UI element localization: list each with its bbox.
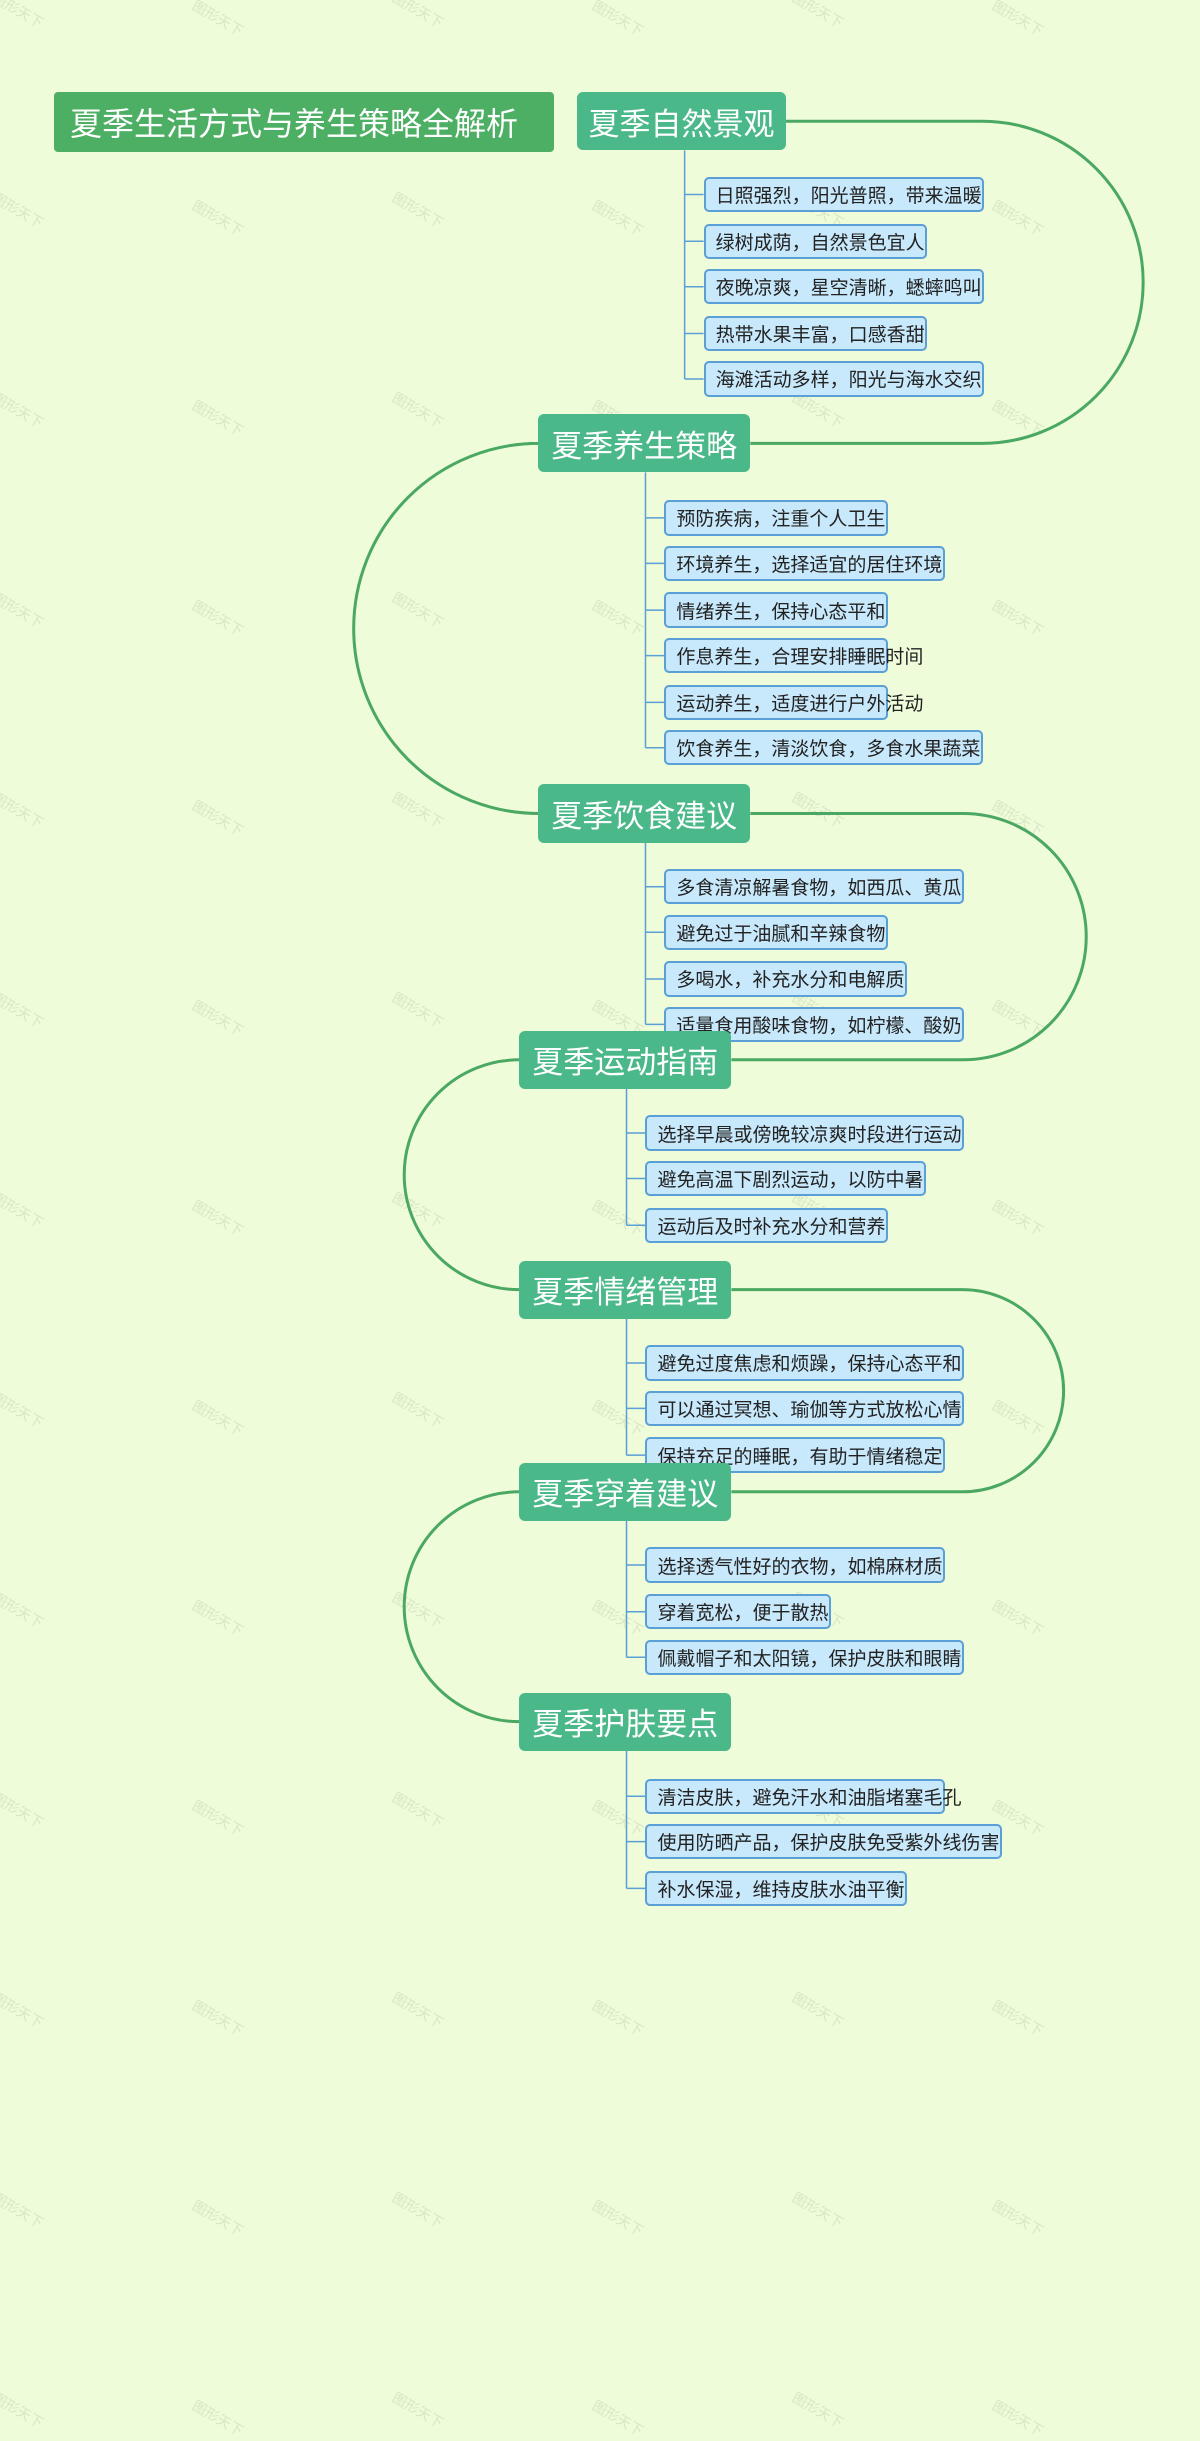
leaf-item[interactable]: 日照强烈，阳光普照，带来温暖 — [703, 176, 984, 213]
leaf-item[interactable]: 保持充足的睡眠，有助于情绪稳定 — [645, 1437, 945, 1473]
leaf-item[interactable]: 清洁皮肤，避免汗水和油脂堵塞毛孔 — [645, 1778, 961, 1814]
root-topic[interactable]: 夏季生活方式与养生策略全解析 — [54, 92, 554, 152]
branch-topic[interactable]: 夏季穿着建议 — [519, 1462, 732, 1521]
leaf-item[interactable]: 避免高温下剧烈运动，以防中暑 — [645, 1160, 926, 1197]
watermark-text: 图形天下 — [389, 2189, 446, 2232]
leaf-item[interactable]: 避免过度焦虑和烦躁，保持心态平和 — [645, 1345, 964, 1381]
leaf-item[interactable]: 海滩活动多样，阳光与海水交织 — [703, 361, 984, 397]
watermark-text: 图形天下 — [189, 1997, 246, 2040]
watermark-text: 图形天下 — [189, 2197, 246, 2240]
leaf-item[interactable]: 选择早晨或傍晚较凉爽时段进行运动 — [645, 1115, 964, 1151]
connector-layer — [352, 119, 1145, 1890]
leaf-item[interactable]: 运动后及时补充水分和营养 — [645, 1207, 888, 1243]
leaf-item[interactable]: 绿树成荫，自然景色宜人 — [703, 223, 928, 259]
branch-topic[interactable]: 夏季饮食建议 — [538, 784, 751, 843]
leaf-item[interactable]: 适量食用酸味食物，如柠檬、酸奶 — [664, 1006, 964, 1043]
leaf-item[interactable]: 佩戴帽子和太阳镜，保护皮肤和眼睛 — [645, 1639, 964, 1675]
leaf-item[interactable]: 饮食养生，清淡饮食，多食水果蔬菜 — [664, 730, 983, 766]
leaf-item[interactable]: 预防疾病，注重个人卫生 — [664, 500, 888, 536]
branch-topic[interactable]: 夏季运动指南 — [519, 1030, 732, 1089]
watermark-text: 图形天下 — [0, 1989, 46, 2032]
branch-connector — [731, 1288, 1066, 1494]
watermark-text: 图形天下 — [789, 2389, 846, 2432]
watermark-text: 图形天下 — [0, 2389, 46, 2432]
leaf-item[interactable]: 避免过于油腻和辛辣食物 — [664, 914, 888, 950]
branch-connector — [731, 811, 1088, 1062]
leaf-item[interactable]: 环境养生，选择适宜的居住环境 — [664, 545, 945, 582]
branch-topic[interactable]: 夏季护肤要点 — [519, 1692, 732, 1751]
watermark-text: 图形天下 — [789, 1989, 846, 2032]
leaf-item[interactable]: 多喝水，补充水分和电解质 — [664, 961, 907, 997]
branch-topic[interactable]: 夏季情绪管理 — [519, 1260, 732, 1319]
leaf-item[interactable]: 热带水果丰富，口感香甜 — [703, 315, 928, 352]
watermark-text: 图形天下 — [389, 1989, 446, 2032]
branch-connector — [352, 441, 539, 815]
leaf-item[interactable]: 运动养生，适度进行户外活动 — [664, 684, 923, 720]
watermark-text: 图形天下 — [589, 2397, 646, 2440]
watermark-text: 图形天下 — [989, 2197, 1046, 2240]
leaf-item[interactable]: 多食清凉解暑食物，如西瓜、黄瓜 — [664, 869, 964, 905]
branch-connector — [750, 119, 1145, 445]
watermark-text: 图形天下 — [989, 1997, 1046, 2040]
mind-map-canvas: 图形天下图形天下图形天下图形天下图形天下图形天下图形天下图形天下图形天下图形天下… — [0, 0, 1145, 2440]
leaf-item[interactable]: 作息养生，合理安排睡眠时间 — [664, 637, 923, 674]
leaf-item[interactable]: 使用防晒产品，保护皮肤免受紫外线伤害 — [645, 1824, 1002, 1860]
leaf-item[interactable]: 补水保湿，维持皮肤水油平衡 — [645, 1870, 907, 1907]
watermark-text: 图形天下 — [989, 2397, 1046, 2440]
watermark-text: 图形天下 — [789, 2189, 846, 2232]
branch-topic[interactable]: 夏季自然景观 — [577, 92, 786, 151]
leaf-item[interactable]: 穿着宽松，便于散热 — [645, 1594, 832, 1630]
watermark-text: 图形天下 — [589, 2197, 646, 2240]
branch-connector — [403, 1490, 520, 1724]
leaf-item[interactable]: 夜晚凉爽，星空清晰，蟋蟀鸣叫 — [703, 269, 984, 305]
watermark-text: 图形天下 — [0, 2189, 46, 2232]
leaf-item[interactable]: 选择透气性好的衣物，如棉麻材质 — [645, 1547, 945, 1583]
watermark-text: 图形天下 — [589, 1997, 646, 2040]
branch-topic[interactable]: 夏季养生策略 — [538, 414, 751, 473]
watermark-text: 图形天下 — [389, 2389, 446, 2432]
leaf-item[interactable]: 可以通过冥想、瑜伽等方式放松心情 — [645, 1390, 964, 1427]
watermark-text: 图形天下 — [189, 2397, 246, 2440]
branch-connector — [403, 1058, 520, 1292]
leaf-item[interactable]: 情绪养生，保持心态平和 — [664, 592, 888, 628]
